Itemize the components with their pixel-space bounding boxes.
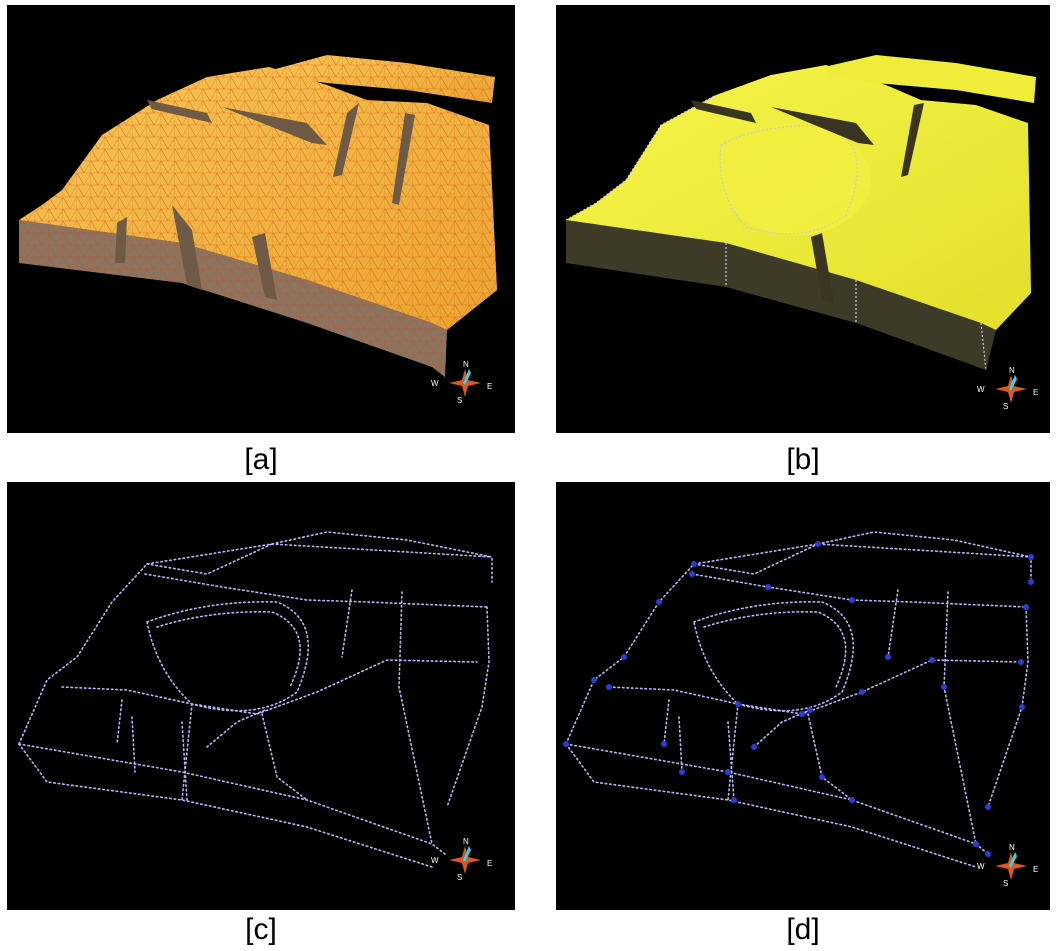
- mesh-fault-scarp: [115, 217, 127, 263]
- shaded-fault-scarp: [771, 107, 874, 145]
- mesh-top-lines: [19, 67, 497, 330]
- wireframe-render-svg: N W E S: [18, 531, 493, 882]
- compass-rose-icon: N W E S: [977, 366, 1038, 411]
- shaded-edge-lines: [565, 94, 987, 371]
- shaded-fault-scarp: [691, 100, 756, 123]
- mesh-fault-scarp: [172, 205, 202, 290]
- shaded-fault-scarp: [901, 103, 924, 177]
- compass-north-label: N: [463, 837, 469, 846]
- compass-east-label: E: [487, 859, 492, 868]
- shaded-front-wall: [566, 220, 996, 370]
- panel-d-wireframe-vertices-render: N W E S: [556, 482, 1050, 910]
- compass-east-label: E: [487, 382, 492, 391]
- shaded-fault-scarp: [811, 233, 834, 303]
- mesh-fault-scarp: [147, 100, 212, 123]
- compass-south-label: S: [1003, 879, 1008, 888]
- wireframe-edges: [565, 531, 1032, 868]
- compass-east-label: E: [1033, 388, 1038, 397]
- caption-a: [a]: [244, 443, 278, 476]
- wireframe-vertices-render-svg: N W E S: [563, 531, 1038, 888]
- mesh-fault-scarp: [392, 113, 415, 205]
- caption-d: [d]: [786, 913, 820, 946]
- compass-north-label: N: [1009, 366, 1015, 375]
- compass-west-label: W: [977, 385, 985, 394]
- vertex-markers: [563, 541, 1034, 857]
- shaded-dome: [721, 125, 871, 235]
- panel-b-shaded-render: N W E S: [556, 5, 1050, 433]
- shaded-upper-slab: [824, 55, 1036, 103]
- compass-south-label: S: [457, 873, 462, 882]
- caption-b: [b]: [786, 443, 820, 476]
- mesh-front-wall-lines: [19, 220, 447, 377]
- mesh-fault-scarp: [252, 233, 277, 300]
- compass-rose-icon: N W E S: [431, 360, 492, 405]
- compass-west-label: W: [431, 856, 439, 865]
- compass-rose-icon: N W E S: [977, 843, 1038, 888]
- compass-south-label: S: [1003, 402, 1008, 411]
- compass-north-label: N: [1009, 843, 1015, 852]
- compass-west-label: W: [977, 862, 985, 871]
- compass-rose-icon: N W E S: [431, 837, 492, 882]
- panel-a-mesh-render: N W E S: [7, 5, 515, 433]
- mesh-upper-slab-lines: [272, 55, 495, 103]
- compass-east-label: E: [1033, 865, 1038, 874]
- wireframe-edges: [18, 531, 493, 868]
- compass-south-label: S: [457, 396, 462, 405]
- mesh-render-svg: N W E S: [19, 55, 497, 405]
- panel-c-wireframe-render: N W E S: [7, 482, 515, 910]
- compass-west-label: W: [431, 379, 439, 388]
- mesh-fault-scarp: [333, 103, 359, 177]
- caption-c: [c]: [245, 913, 277, 946]
- compass-north-label: N: [463, 360, 469, 369]
- shaded-render-svg: N W E S: [565, 55, 1038, 411]
- mesh-fault-scarp: [222, 107, 327, 145]
